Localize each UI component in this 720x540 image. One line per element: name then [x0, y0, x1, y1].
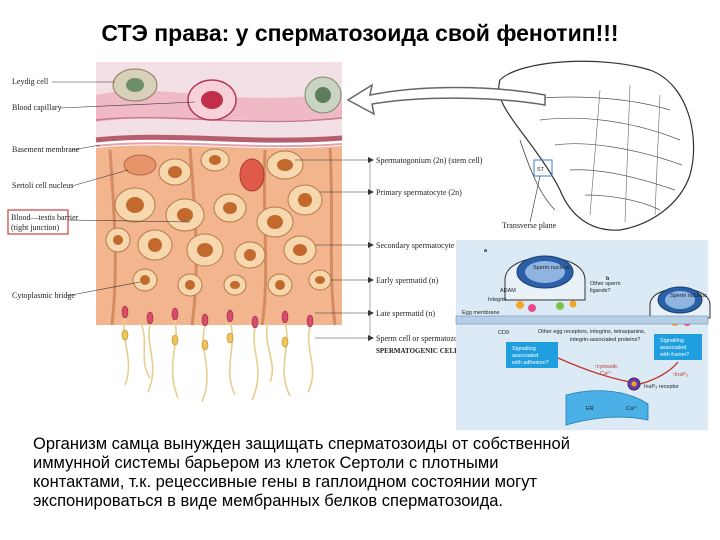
- right-labels: Spermatogonium (2n) (stem cell) Primary …: [295, 156, 483, 355]
- insp3-receptor-label: InsP₃ receptor: [644, 384, 679, 390]
- label-late-spermatid: Late spermatid (n): [376, 309, 435, 318]
- sig-fusion-1: Signalling: [660, 338, 684, 344]
- adam-label: ADAM: [500, 288, 516, 294]
- insp3-label: ↑InsP₃: [672, 372, 688, 378]
- caption-line-2: иммунной системы барьером из клеток Серт…: [33, 454, 499, 472]
- egg-membrane-label: Egg membrane: [462, 310, 500, 316]
- cytosolic-label-2: Ca²⁺: [600, 370, 612, 377]
- left-labels: Leydig cell Blood capillary Basement mem…: [7, 77, 196, 300]
- fusion-diagram: a b Sperm nucleus Sperm nucleus ADAM Int…: [455, 240, 711, 430]
- transverse-plane-label: Transverse plane: [502, 221, 557, 230]
- panel-b-label: b: [606, 276, 610, 282]
- integrin-label: Integrin: [488, 297, 506, 303]
- label-spermatogenic-cells: SPERMATOGENIC CELLS: [376, 347, 463, 355]
- label-sertoli-nucleus: Sertoli cell nucleus: [12, 181, 73, 190]
- caption-line-4: экспонироваться в виде мембранных белков…: [33, 492, 503, 510]
- label-secondary-spermatocyte: Secondary spermatocyte (n): [376, 241, 466, 250]
- label-barrier-line1: Blood—testis barrier: [11, 213, 79, 222]
- sig-fusion-2: associated: [660, 345, 686, 351]
- sig-adhesion-3: with adhesion?: [511, 360, 549, 366]
- sig-adhesion-2: associated: [512, 353, 538, 359]
- tissue-section: [95, 62, 343, 403]
- sig-fusion-3: with fusion?: [659, 352, 689, 358]
- label-primary-spermatocyte: Primary spermatocyte (2n): [376, 188, 462, 197]
- label-barrier-line2: (tight junction): [11, 223, 60, 232]
- sperm-nucleus-b: Sperm nucleus: [670, 293, 707, 299]
- barrier-box: [7, 209, 69, 235]
- sperm-nucleus-a-1: Sperm nucleus: [533, 265, 570, 271]
- label-basement-membrane: Basement membrane: [12, 145, 80, 154]
- caption: Организм самца вынужден защищать спермат…: [33, 435, 703, 511]
- caption-line-1: Организм самца вынужден защищать спермат…: [33, 435, 570, 453]
- other-sperm-label-1: Other sperm: [590, 281, 621, 287]
- cd9-label: CD9: [498, 330, 509, 336]
- magnify-arrow: [346, 83, 546, 116]
- label-leydig-cell: Leydig cell: [12, 77, 49, 86]
- slide-title: СТЭ права: у сперматозоида свой фенотип!…: [101, 20, 619, 46]
- label-sperm-cell: Sperm cell or spermatozoon (n): [376, 334, 478, 343]
- label-blood-capillary: Blood capillary: [12, 103, 62, 112]
- er-label: ER: [586, 406, 594, 412]
- sig-adhesion-1: Signalling: [512, 346, 536, 352]
- testis-sketch: ST Transverse plane: [498, 60, 695, 231]
- other-sperm-label-2: ligands?: [590, 288, 611, 294]
- caption-line-3: контактами, т.к. рецессивные гены в гапл…: [33, 473, 538, 491]
- label-spermatogonium: Spermatogonium (2n) (stem cell): [376, 156, 483, 165]
- other-egg-label-2: integrin-associated proteins?: [570, 337, 640, 343]
- cytosolic-label-1: ↑cytosolic: [594, 364, 618, 370]
- panel-a-label: a: [484, 248, 488, 254]
- other-egg-label-1: Other egg receptors, integrins, tetraspa…: [538, 329, 646, 335]
- label-early-spermatid: Early spermatid (n): [376, 276, 439, 285]
- ca-label: Ca²⁺: [626, 405, 638, 412]
- inset-label: ST: [537, 167, 545, 173]
- label-cytoplasmic-bridge: Cytoplasmic bridge: [12, 291, 75, 300]
